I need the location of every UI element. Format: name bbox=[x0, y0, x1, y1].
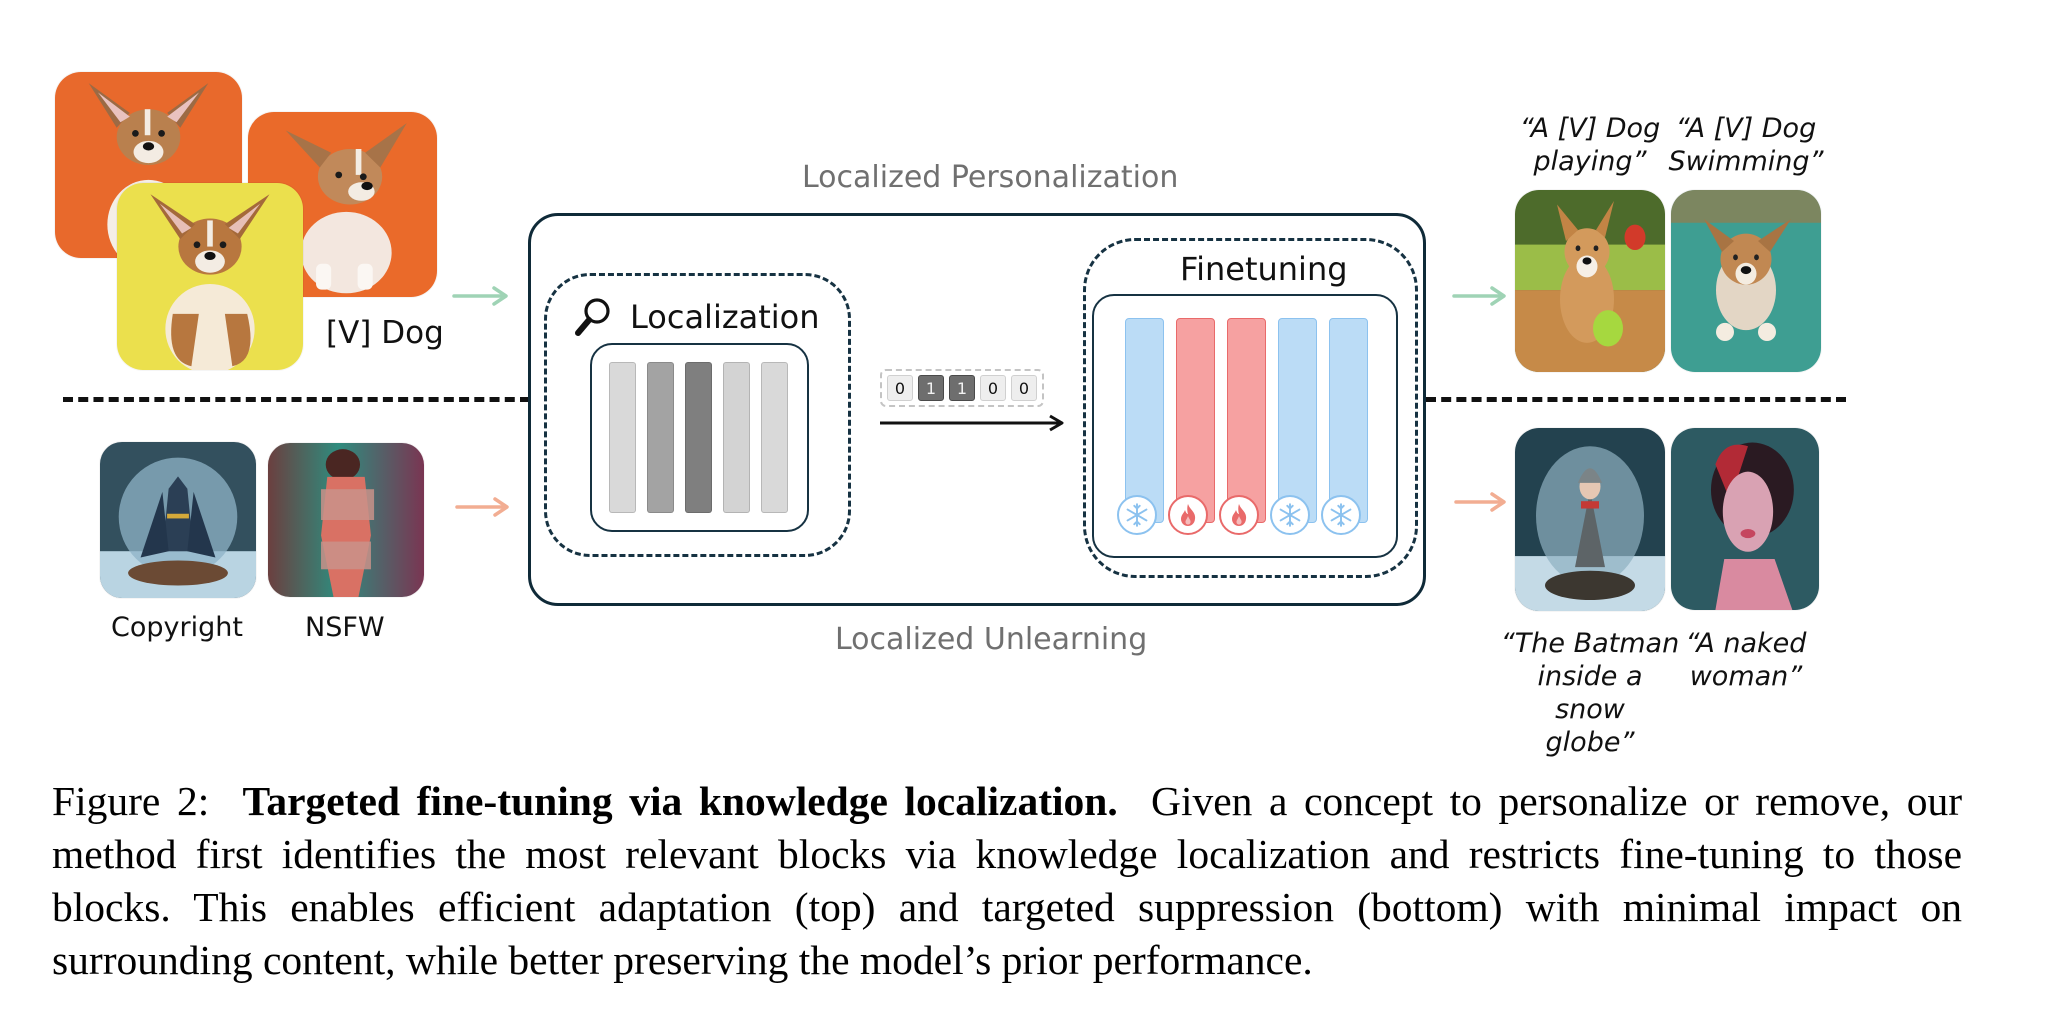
caption-title: Targeted fine-tuning via knowledge local… bbox=[242, 778, 1118, 824]
pipeline-container bbox=[528, 213, 1426, 606]
mask-cell: 1 bbox=[918, 375, 944, 401]
mask-cell: 1 bbox=[949, 375, 975, 401]
finetuning-module bbox=[1083, 238, 1418, 578]
snowflake-icon bbox=[1117, 495, 1157, 535]
prompt-line: “A naked bbox=[1685, 628, 1807, 659]
separator-left bbox=[63, 397, 530, 402]
arrow-right-icon bbox=[1452, 286, 1506, 306]
section-title-personalization: Localized Personalization bbox=[802, 160, 1179, 195]
finetuning-title: Finetuning bbox=[1180, 250, 1348, 288]
prompt-line: “The Batman bbox=[1500, 628, 1680, 659]
input-image-corgi-yellow bbox=[117, 183, 303, 370]
section-title-unlearning: Localized Unlearning bbox=[835, 622, 1148, 657]
corgi-photo bbox=[117, 183, 303, 370]
snowflake-icon bbox=[1270, 495, 1310, 535]
output-image-woman-portrait bbox=[1671, 428, 1819, 610]
child-snow-globe-photo bbox=[1515, 428, 1665, 611]
separator-right bbox=[1426, 397, 1846, 402]
corgi-swimming-photo bbox=[1671, 190, 1821, 372]
arrow-right-icon bbox=[1454, 492, 1506, 512]
input-label-copyright: Copyright bbox=[111, 612, 243, 643]
prompt-line: inside a snow bbox=[1537, 661, 1643, 725]
prompt-line: Swimming” bbox=[1668, 146, 1824, 177]
flame-icon bbox=[1168, 495, 1208, 535]
snow-globe-photo bbox=[100, 442, 256, 598]
frozen-block bbox=[1278, 318, 1317, 523]
arrow-right-icon bbox=[880, 414, 1064, 432]
output-prompt-swimming: “A [V] Dog Swimming” bbox=[1656, 112, 1836, 178]
woman-portrait-photo bbox=[1671, 428, 1819, 610]
prompt-line: playing” bbox=[1533, 146, 1647, 177]
mask-cell: 0 bbox=[1011, 375, 1037, 401]
localization-block bbox=[723, 362, 750, 513]
frozen-block bbox=[1329, 318, 1368, 523]
localization-block bbox=[761, 362, 788, 513]
flame-icon bbox=[1219, 495, 1259, 535]
caption-label: Figure 2: bbox=[52, 778, 210, 824]
trainable-block bbox=[1227, 318, 1266, 523]
trainable-block bbox=[1176, 318, 1215, 523]
arrow-right-icon bbox=[455, 497, 509, 517]
localization-title: Localization bbox=[630, 298, 820, 336]
localization-module bbox=[544, 273, 851, 557]
output-image-child-snow-globe bbox=[1515, 428, 1665, 611]
frozen-block bbox=[1125, 318, 1164, 523]
snowflake-icon bbox=[1321, 495, 1361, 535]
nsfw-censored-photo bbox=[268, 443, 424, 597]
arrow-right-icon bbox=[452, 286, 508, 306]
mask-cell: 0 bbox=[887, 375, 913, 401]
input-concept-label: [V] Dog bbox=[326, 315, 444, 351]
prompt-line: woman” bbox=[1689, 661, 1803, 692]
input-image-nsfw bbox=[268, 443, 424, 597]
figure-caption: Figure 2: Targeted fine-tuning via knowl… bbox=[52, 775, 1962, 987]
caption-body: Given a concept to personalize or remove… bbox=[52, 778, 1963, 983]
output-prompt-batman: “The Batman inside a snow globe” bbox=[1500, 627, 1680, 759]
output-prompt-naked-woman: “A naked woman” bbox=[1656, 627, 1836, 693]
prompt-line: globe” bbox=[1545, 727, 1635, 758]
localization-block bbox=[609, 362, 636, 513]
prompt-line: “A [V] Dog bbox=[1519, 113, 1661, 144]
mask-cell: 0 bbox=[980, 375, 1006, 401]
localization-block bbox=[647, 362, 674, 513]
input-image-batman-snow-globe bbox=[100, 442, 256, 598]
input-label-nsfw: NSFW bbox=[305, 612, 385, 643]
prompt-line: “A [V] Dog bbox=[1675, 113, 1817, 144]
magnifier-icon bbox=[575, 298, 610, 336]
output-prompt-playing: “A [V] Dog playing” bbox=[1500, 112, 1680, 178]
localization-block bbox=[685, 362, 712, 513]
output-image-corgi-swimming bbox=[1671, 190, 1821, 372]
corgi-playing-photo bbox=[1515, 190, 1665, 372]
output-image-corgi-playing bbox=[1515, 190, 1665, 372]
